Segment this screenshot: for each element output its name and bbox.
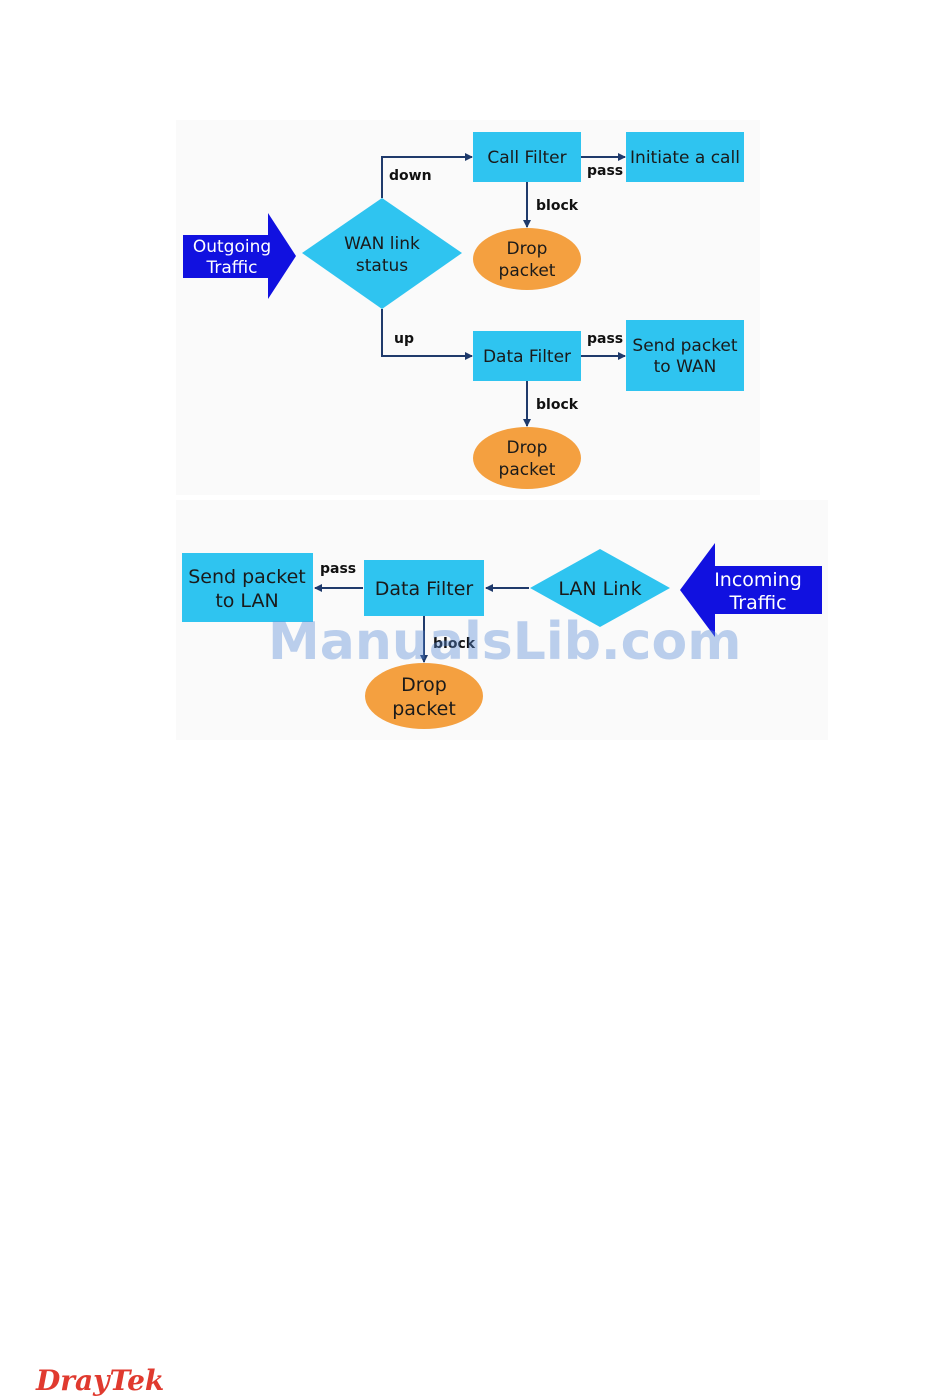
label-block-call: block xyxy=(536,198,579,214)
call-filter-label: Call Filter xyxy=(487,148,566,168)
label-pass-data: pass xyxy=(587,331,623,347)
drop-bottom-label-1: Drop xyxy=(507,438,548,458)
send-lan-label-1: Send packet xyxy=(188,566,306,588)
drop-packet-top: Drop packet xyxy=(473,228,581,290)
send-wan-label-1: Send packet xyxy=(632,336,737,356)
outgoing-traffic-label-2: Traffic xyxy=(205,258,257,278)
label-up: up xyxy=(394,331,414,347)
wan-link-label-1: WAN link xyxy=(344,234,420,254)
wan-link-label-2: status xyxy=(356,256,408,276)
label-pass-in: pass xyxy=(320,561,356,577)
send-lan-label-2: to LAN xyxy=(215,590,278,612)
draytek-logo: DrayTek xyxy=(36,1364,164,1397)
watermark: ManualsLib.com xyxy=(268,612,741,672)
drop-packet-bottom: Drop packet xyxy=(473,427,581,489)
drop-top-label-2: packet xyxy=(499,261,556,281)
data-filter-in-box: Data Filter xyxy=(364,560,484,616)
outgoing-traffic-arrow: Outgoing Traffic xyxy=(183,213,296,299)
incoming-traffic-label-2: Traffic xyxy=(728,592,786,614)
initiate-call-label: Initiate a call xyxy=(630,148,740,168)
data-filter-in-label: Data Filter xyxy=(375,578,474,600)
outgoing-traffic-label-1: Outgoing xyxy=(193,237,271,257)
drop-top-label-1: Drop xyxy=(507,239,548,259)
data-filter-out-box: Data Filter xyxy=(473,331,581,381)
drop-in-label-2: packet xyxy=(392,698,456,720)
label-down: down xyxy=(389,168,432,184)
drop-in-label-1: Drop xyxy=(401,674,447,696)
send-wan-box: Send packet to WAN xyxy=(626,320,744,391)
wan-link-status-decision: WAN link status xyxy=(302,198,462,309)
label-block-data: block xyxy=(536,397,579,413)
label-pass-call: pass xyxy=(587,163,623,179)
data-filter-out-label: Data Filter xyxy=(483,347,571,367)
call-filter-box: Call Filter xyxy=(473,132,581,182)
lan-link-label: LAN Link xyxy=(558,578,641,600)
send-wan-label-2: to WAN xyxy=(654,357,717,377)
drop-packet-incoming: Drop packet xyxy=(365,663,483,729)
incoming-traffic-label-1: Incoming xyxy=(714,569,802,591)
drop-bottom-label-2: packet xyxy=(499,460,556,480)
initiate-call-box: Initiate a call xyxy=(626,132,744,182)
